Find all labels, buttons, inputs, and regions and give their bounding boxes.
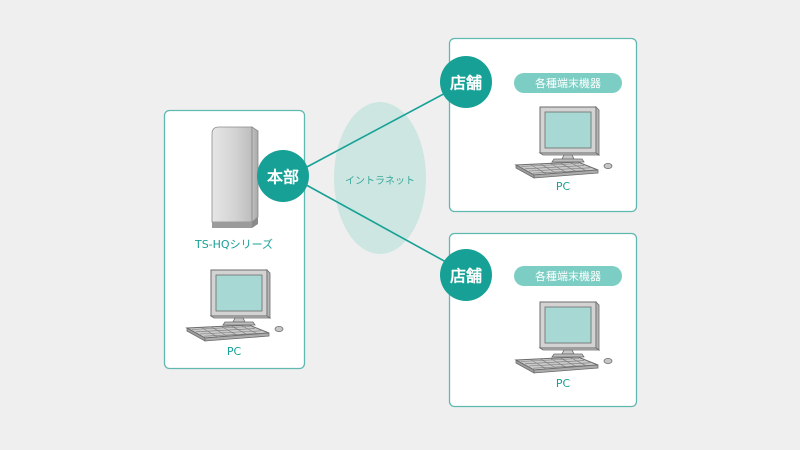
store-node <box>440 56 492 108</box>
store-pc-label: PC <box>556 180 571 193</box>
hq-node <box>257 150 309 202</box>
store-node-label: 店舗 <box>450 74 482 93</box>
store-panel: 各種端末機器 PC <box>448 232 638 408</box>
hq-pc-label: PC <box>227 345 242 358</box>
devices-label: 各種端末機器 <box>535 76 601 90</box>
devices-pill <box>514 266 622 286</box>
store-node-label: 店舗 <box>450 267 482 286</box>
server-label: TS-HQシリーズ <box>194 237 273 251</box>
intranet-label: イントラネット <box>345 175 415 187</box>
tower-server-icon <box>211 126 259 228</box>
devices-label: 各種端末機器 <box>535 269 601 283</box>
store-pc-label: PC <box>556 377 571 390</box>
hq-panel: TS-HQシリーズ PC <box>163 109 306 370</box>
hq-node-label: 本部 <box>267 168 299 187</box>
store-node <box>440 249 492 301</box>
store-panel: 各種端末機器 PC <box>448 37 638 213</box>
connector-hq-store-1 <box>289 81 467 177</box>
connector-hq-store-2 <box>289 175 467 274</box>
devices-pill <box>514 73 622 93</box>
